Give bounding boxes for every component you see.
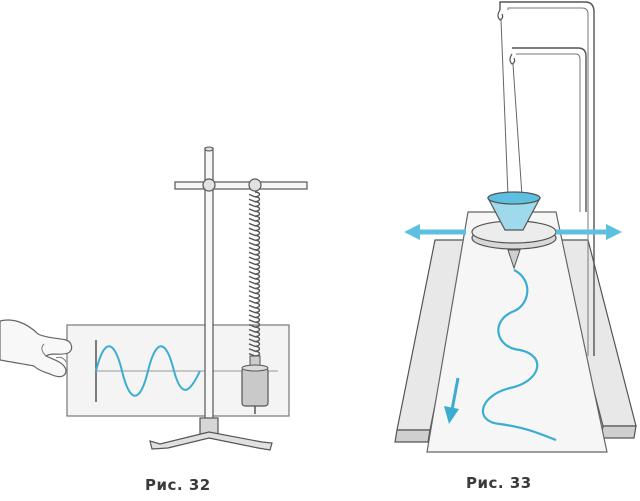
pendulum-string-right	[512, 63, 523, 197]
inner-stand-rod	[512, 47, 587, 212]
coil-spring	[248, 191, 261, 357]
tripod-legs	[149, 431, 273, 451]
funnel-nozzle	[507, 249, 521, 270]
rod-clamp	[202, 178, 216, 192]
horizontal-arm	[174, 181, 308, 190]
paper-motion-arrow	[450, 377, 460, 411]
inner-hook	[509, 53, 516, 65]
spring-clamp	[248, 178, 262, 192]
hand-illustration	[0, 319, 73, 378]
figure-32-caption: Рис. 32	[145, 476, 211, 494]
figure-33-sand-pendulum	[394, 1, 637, 453]
pendulum-string-left	[500, 19, 509, 197]
traced-sine-wave	[95, 345, 201, 397]
sand-trace-wave	[481, 269, 557, 442]
outer-stand-rod	[499, 1, 595, 356]
figure-32-spring-pendulum	[0, 146, 308, 451]
top-hook	[497, 9, 504, 21]
figure-33-caption: Рис. 33	[466, 474, 532, 492]
weight-cylinder	[241, 367, 269, 407]
